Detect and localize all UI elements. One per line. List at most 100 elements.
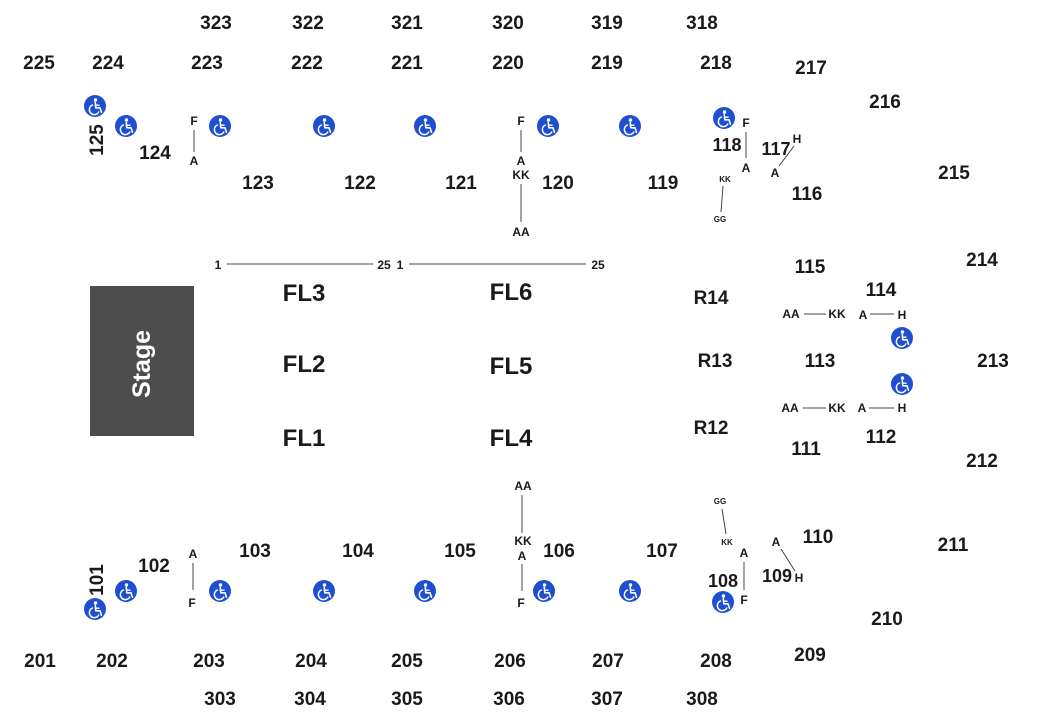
section-112[interactable]: 112	[866, 427, 897, 448]
wheelchair-icon[interactable]	[890, 326, 914, 350]
section-120[interactable]: 120	[542, 173, 574, 194]
section-108[interactable]: 108	[708, 571, 738, 591]
section-320[interactable]: 320	[492, 13, 524, 34]
section-102[interactable]: 102	[138, 556, 170, 577]
section-124[interactable]: 124	[139, 143, 171, 164]
section-201[interactable]: 201	[24, 651, 56, 672]
section-213[interactable]: 213	[977, 351, 1009, 372]
section-206[interactable]: 206	[494, 651, 526, 672]
section-111[interactable]: 111	[791, 439, 821, 460]
section-101[interactable]: 101	[87, 564, 108, 596]
section-207[interactable]: 207	[592, 651, 624, 672]
section-216[interactable]: 216	[869, 92, 901, 113]
wheelchair-icon[interactable]	[208, 579, 232, 603]
wheelchair-icon[interactable]	[208, 114, 232, 138]
wheelchair-icon[interactable]	[114, 579, 138, 603]
section-304[interactable]: 304	[294, 689, 326, 710]
section-212[interactable]: 212	[966, 451, 998, 472]
section-115[interactable]: 115	[795, 257, 826, 278]
section-fl4[interactable]: FL4	[490, 425, 533, 452]
row-label: KK	[828, 307, 846, 321]
row-label: F	[517, 114, 524, 128]
section-fl6[interactable]: FL6	[490, 279, 533, 306]
section-221[interactable]: 221	[391, 53, 423, 74]
wheelchair-icon[interactable]	[536, 114, 560, 138]
row-label: KK	[512, 168, 530, 182]
section-fl1[interactable]: FL1	[283, 425, 326, 452]
seat-label: 25	[377, 258, 391, 272]
section-223[interactable]: 223	[191, 53, 223, 74]
section-319[interactable]: 319	[591, 13, 623, 34]
wheelchair-icon[interactable]	[312, 579, 336, 603]
section-205[interactable]: 205	[391, 651, 423, 672]
section-107[interactable]: 107	[646, 541, 678, 562]
section-322[interactable]: 322	[292, 13, 324, 34]
section-r13[interactable]: R13	[698, 351, 733, 372]
section-123[interactable]: 123	[242, 173, 274, 194]
row-label: H	[898, 308, 907, 322]
section-307[interactable]: 307	[591, 689, 623, 710]
section-204[interactable]: 204	[295, 651, 327, 672]
section-118[interactable]: 118	[712, 135, 741, 155]
section-218[interactable]: 218	[700, 53, 732, 74]
section-318[interactable]: 318	[686, 13, 718, 34]
section-113[interactable]: 113	[805, 351, 836, 372]
section-208[interactable]: 208	[700, 651, 732, 672]
section-219[interactable]: 219	[591, 53, 623, 74]
section-110[interactable]: 110	[803, 527, 834, 548]
section-210[interactable]: 210	[871, 609, 903, 630]
wheelchair-icon[interactable]	[83, 94, 107, 118]
section-215[interactable]: 215	[938, 163, 970, 184]
section-116[interactable]: 116	[792, 184, 823, 205]
section-117[interactable]: 117	[761, 139, 790, 159]
row-label: A	[859, 308, 868, 322]
section-323[interactable]: 323	[200, 13, 232, 34]
wheelchair-icon[interactable]	[618, 579, 642, 603]
wheelchair-icon[interactable]	[532, 579, 556, 603]
section-r12[interactable]: R12	[694, 418, 729, 439]
section-106[interactable]: 106	[543, 541, 575, 562]
section-209[interactable]: 209	[794, 645, 826, 666]
row-label: AA	[512, 225, 530, 239]
section-308[interactable]: 308	[686, 689, 718, 710]
section-r14[interactable]: R14	[694, 288, 729, 309]
section-105[interactable]: 105	[444, 541, 476, 562]
section-217[interactable]: 217	[795, 58, 827, 79]
section-211[interactable]: 211	[938, 535, 969, 556]
section-214[interactable]: 214	[966, 250, 998, 271]
section-121[interactable]: 121	[445, 173, 477, 194]
section-125[interactable]: 125	[87, 124, 108, 156]
section-222[interactable]: 222	[291, 53, 323, 74]
section-305[interactable]: 305	[391, 689, 423, 710]
section-122[interactable]: 122	[344, 173, 376, 194]
wheelchair-icon[interactable]	[312, 114, 336, 138]
section-202[interactable]: 202	[96, 651, 128, 672]
section-104[interactable]: 104	[342, 541, 374, 562]
wheelchair-icon[interactable]	[413, 114, 437, 138]
wheelchair-icon[interactable]	[712, 106, 736, 130]
section-220[interactable]: 220	[492, 53, 524, 74]
section-321[interactable]: 321	[391, 13, 423, 34]
row-label: KK	[719, 175, 731, 184]
wheelchair-icon[interactable]	[711, 590, 735, 614]
section-103[interactable]: 103	[239, 541, 271, 562]
section-203[interactable]: 203	[193, 651, 225, 672]
wheelchair-icon[interactable]	[83, 597, 107, 621]
section-114[interactable]: 114	[866, 280, 897, 301]
section-119[interactable]: 119	[648, 173, 679, 194]
seat-label: 1	[215, 258, 222, 272]
section-fl2[interactable]: FL2	[283, 351, 326, 378]
section-225[interactable]: 225	[23, 53, 55, 74]
wheelchair-icon[interactable]	[413, 579, 437, 603]
row-label: A	[518, 549, 527, 563]
section-fl3[interactable]: FL3	[283, 280, 326, 307]
section-306[interactable]: 306	[493, 689, 525, 710]
section-109[interactable]: 109	[762, 566, 792, 586]
wheelchair-icon[interactable]	[114, 114, 138, 138]
wheelchair-icon[interactable]	[890, 372, 914, 396]
wheelchair-icon[interactable]	[618, 114, 642, 138]
upper-level-sections-top: 323 322 321 320 319 318	[200, 13, 718, 34]
section-224[interactable]: 224	[92, 53, 124, 74]
section-303[interactable]: 303	[204, 689, 236, 710]
section-fl5[interactable]: FL5	[490, 353, 533, 380]
